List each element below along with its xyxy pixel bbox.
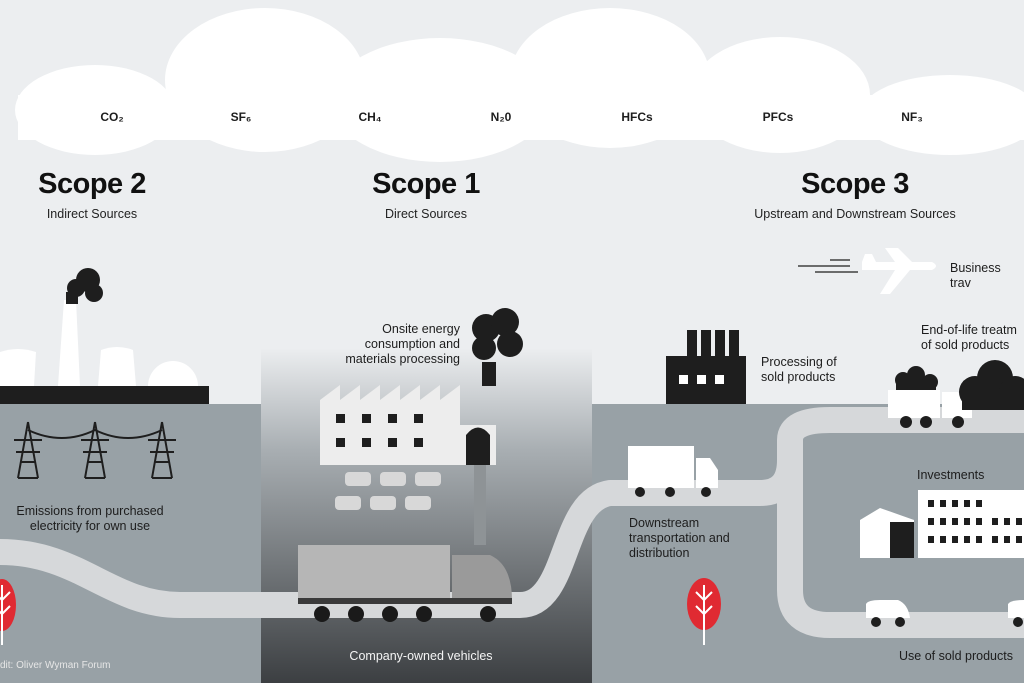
scope1-title: Scope 1 [372, 168, 480, 200]
factory-scope1 [320, 308, 523, 545]
label-business-travel: Business trav [950, 261, 1001, 290]
gas-hfcs: HFCs [621, 110, 653, 124]
label-onsite-energy: Onsite energy consumption and materials … [345, 322, 460, 366]
investment-buildings [860, 490, 1024, 558]
label-downstream: Downstream transportation and distributi… [629, 516, 730, 560]
processing-factory [666, 330, 746, 404]
gas-pfcs: PFCs [762, 110, 794, 124]
power-plant [0, 268, 209, 404]
label-processing-sold: Processing of sold products [761, 355, 837, 384]
downstream-truck [628, 446, 718, 497]
end-of-life-truck [888, 360, 1024, 428]
label-emissions-electricity: Emissions from purchased electricity for… [16, 504, 164, 533]
gas-co2: CO₂ [100, 110, 124, 124]
sold-product-cars [866, 600, 1024, 627]
scope3-subtitle: Upstream and Downstream Sources [754, 207, 956, 221]
gas-sf6: SF₆ [230, 110, 252, 124]
airplane [798, 248, 936, 294]
scope2-title: Scope 2 [38, 168, 146, 200]
label-end-of-life: End-of-life treatm of sold products [921, 323, 1017, 352]
emissions-cloud [15, 8, 1024, 162]
red-tree-right [687, 578, 721, 645]
gas-nf3: NF₃ [901, 110, 923, 124]
red-tree-left [0, 579, 16, 645]
small-vehicles [335, 472, 441, 510]
scope1-subtitle: Direct Sources [385, 207, 467, 221]
scope2-subtitle: Indirect Sources [46, 207, 138, 221]
label-company-vehicles: Company-owned vehicles [349, 649, 493, 663]
label-use-of-sold: Use of sold products [899, 649, 1013, 663]
road-loop [777, 460, 1024, 638]
power-pylons [14, 421, 176, 479]
label-investments: Investments [917, 468, 985, 482]
image-credit: dit: Oliver Wyman Forum [0, 660, 111, 671]
road [0, 407, 1024, 618]
gas-ch4: CH₄ [358, 110, 382, 124]
company-truck [298, 545, 512, 622]
scope3-title: Scope 3 [801, 168, 909, 200]
gas-n2o: N₂0 [490, 110, 512, 124]
